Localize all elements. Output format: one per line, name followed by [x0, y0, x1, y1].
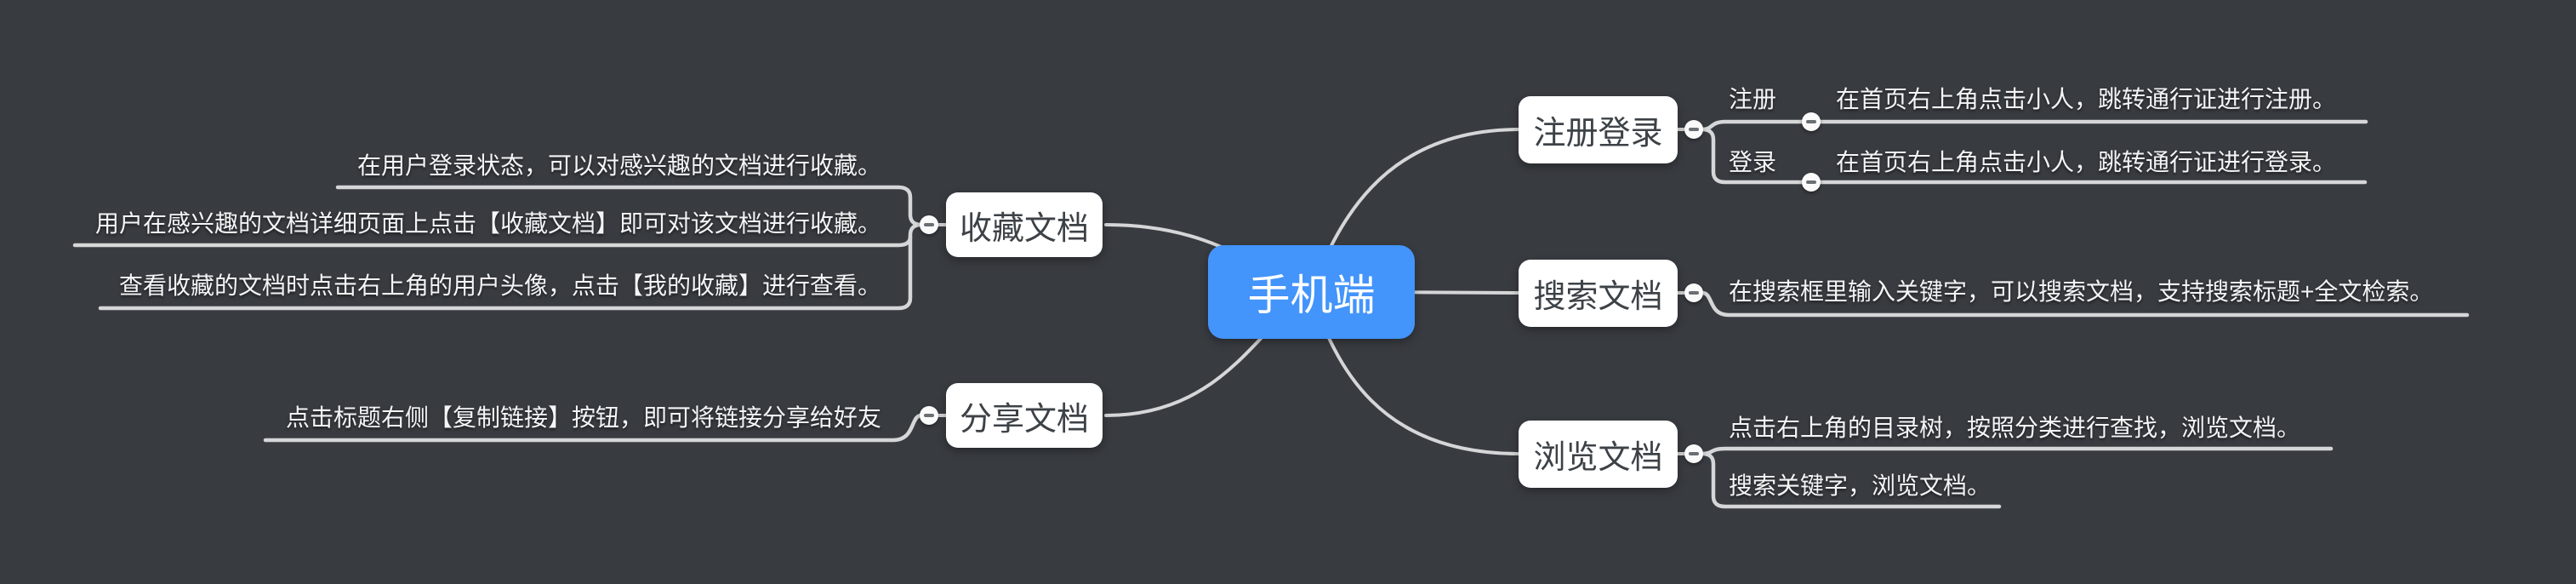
topic-favorite-desc-2[interactable]: 用户在感兴趣的文档详细页面上点击【收藏文档】即可对该文档进行收藏。 [94, 210, 881, 237]
line-favorite-row2-mid [72, 234, 913, 248]
collapse-toggle-register-item[interactable] [1802, 112, 1821, 131]
collapse-toggle-browse[interactable] [1684, 444, 1703, 463]
node-share-docs[interactable]: 分享文档 [946, 383, 1103, 448]
line-favorite-row1 [335, 185, 924, 227]
line-search-row [1700, 290, 2470, 318]
minus-icon [1806, 120, 1816, 123]
minus-icon [1689, 452, 1699, 455]
line-browse-row2 [1700, 451, 2002, 509]
line-favorite-row2 [98, 222, 924, 311]
topic-register-label[interactable]: 注册 [1729, 86, 1777, 112]
collapse-toggle-favorite[interactable] [920, 215, 938, 234]
minus-icon [1689, 128, 1699, 131]
node-register-login[interactable]: 注册登录 [1519, 96, 1678, 163]
topic-login-desc[interactable]: 在首页右上角点击小人，跳转通行证进行登录。 [1836, 149, 2337, 175]
minus-icon [924, 414, 934, 417]
topic-browse-desc-2[interactable]: 搜索关键字，浏览文档。 [1729, 472, 1992, 499]
minus-icon [1689, 291, 1699, 295]
collapse-toggle-register[interactable] [1684, 120, 1703, 139]
collapse-toggle-login-item[interactable] [1802, 173, 1821, 192]
line-login-row [1700, 127, 2368, 185]
line-browse-row1 [1700, 446, 2334, 456]
minus-icon [924, 223, 934, 226]
topic-favorite-desc-3[interactable]: 查看收藏的文档时点击右上角的用户头像，点击【我的收藏】进行查看。 [118, 272, 881, 299]
node-browse-docs[interactable]: 浏览文档 [1519, 421, 1678, 488]
collapse-toggle-search[interactable] [1684, 283, 1703, 302]
topic-search-desc[interactable]: 在搜索框里输入关键字，可以搜索文档，支持搜索标题+全文检索。 [1729, 278, 2434, 305]
topic-register-desc[interactable]: 在首页右上角点击小人，跳转通行证进行注册。 [1836, 86, 2337, 112]
collapse-toggle-share[interactable] [920, 406, 938, 425]
minus-icon [1806, 180, 1816, 184]
topic-favorite-desc-1[interactable]: 在用户登录状态，可以对感兴趣的文档进行收藏。 [356, 152, 881, 179]
node-center-mobile[interactable]: 手机端 [1208, 245, 1415, 339]
topic-browse-desc-1[interactable]: 点击右上角的目录树，按照分类进行查找，浏览文档。 [1729, 415, 2301, 441]
node-search-docs[interactable]: 搜索文档 [1519, 260, 1678, 327]
topic-share-desc[interactable]: 点击标题右侧【复制链接】按钮，即可将链接分享给好友 [285, 404, 881, 431]
line-share-row [263, 413, 924, 443]
node-favorite-docs[interactable]: 收藏文档 [946, 192, 1103, 257]
topic-login-label[interactable]: 登录 [1729, 149, 1777, 175]
